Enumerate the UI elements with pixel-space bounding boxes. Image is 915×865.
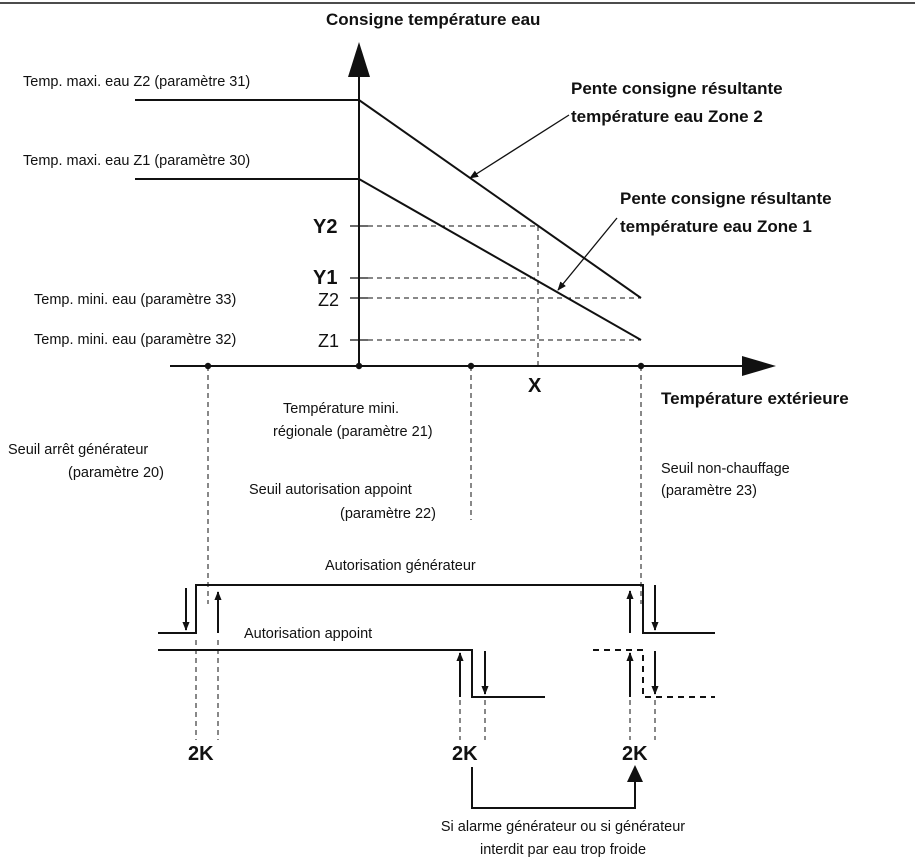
no-heating-label-2: (paramètre 23) [661, 483, 757, 499]
zone1-curve [135, 178, 642, 341]
y-axis-title: Consigne température eau [326, 10, 540, 29]
regional-min-label-2: régionale (paramètre 21) [273, 424, 433, 440]
zone1-slope-pointer [557, 217, 618, 291]
footnote-bracket-arrowhead [627, 765, 643, 782]
zone1-slope-label-2: température eau Zone 1 [620, 217, 812, 236]
y2-label: Y2 [313, 216, 337, 238]
z2-max-label: Temp. maxi. eau Z2 (paramètre 31) [23, 74, 250, 90]
z2-min-label: Temp. mini. eau (paramètre 33) [34, 292, 236, 308]
hyst-left-label: 2K [188, 743, 214, 765]
generator-auth-label: Autorisation générateur [325, 558, 476, 574]
generator-auth-signal [158, 584, 715, 634]
x-axis-title: Température extérieure [661, 389, 849, 408]
zone2-slope-label-1: Pente consigne résultante [571, 79, 783, 98]
x-marker-label: X [528, 375, 542, 397]
footnote-line-1: Si alarme générateur ou si générateur [441, 819, 685, 835]
generator-stop-label-2: (paramètre 20) [68, 465, 164, 481]
appoint-auth-threshold-label-1: Seuil autorisation appoint [249, 482, 412, 498]
footnote-line-2: interdit par eau trop froide [480, 842, 646, 858]
appoint-auth-label: Autorisation appoint [244, 626, 372, 642]
zone2-curve [135, 99, 642, 299]
y1-label: Y1 [313, 267, 337, 289]
hyst-mid-label: 2K [452, 743, 478, 765]
generator-stop-label-1: Seuil arrêt générateur [8, 442, 148, 458]
regional-min-label-1: Température mini. [283, 401, 399, 417]
zone1-slope-label-1: Pente consigne résultante [620, 189, 832, 208]
x-axis-arrowhead [742, 356, 776, 376]
z2-min-tag: Z2 [318, 290, 339, 310]
no-heating-label-1: Seuil non-chauffage [661, 461, 790, 477]
footnote-bracket [471, 767, 636, 809]
z1-min-label: Temp. mini. eau (paramètre 32) [34, 332, 236, 348]
appoint-auth-signal [158, 649, 545, 698]
zone2-slope-pointer [469, 114, 570, 179]
hyst-right-label: 2K [622, 743, 648, 765]
appoint-alt-signal [593, 649, 715, 698]
zone2-slope-label-2: température eau Zone 2 [571, 107, 763, 126]
dot-param-21 [355, 362, 363, 370]
appoint-auth-threshold-label-2: (paramètre 22) [340, 506, 436, 522]
z1-min-tag: Z1 [318, 331, 339, 351]
y-axis-arrowhead [348, 42, 370, 77]
z1-max-label: Temp. maxi. eau Z1 (paramètre 30) [23, 153, 250, 169]
